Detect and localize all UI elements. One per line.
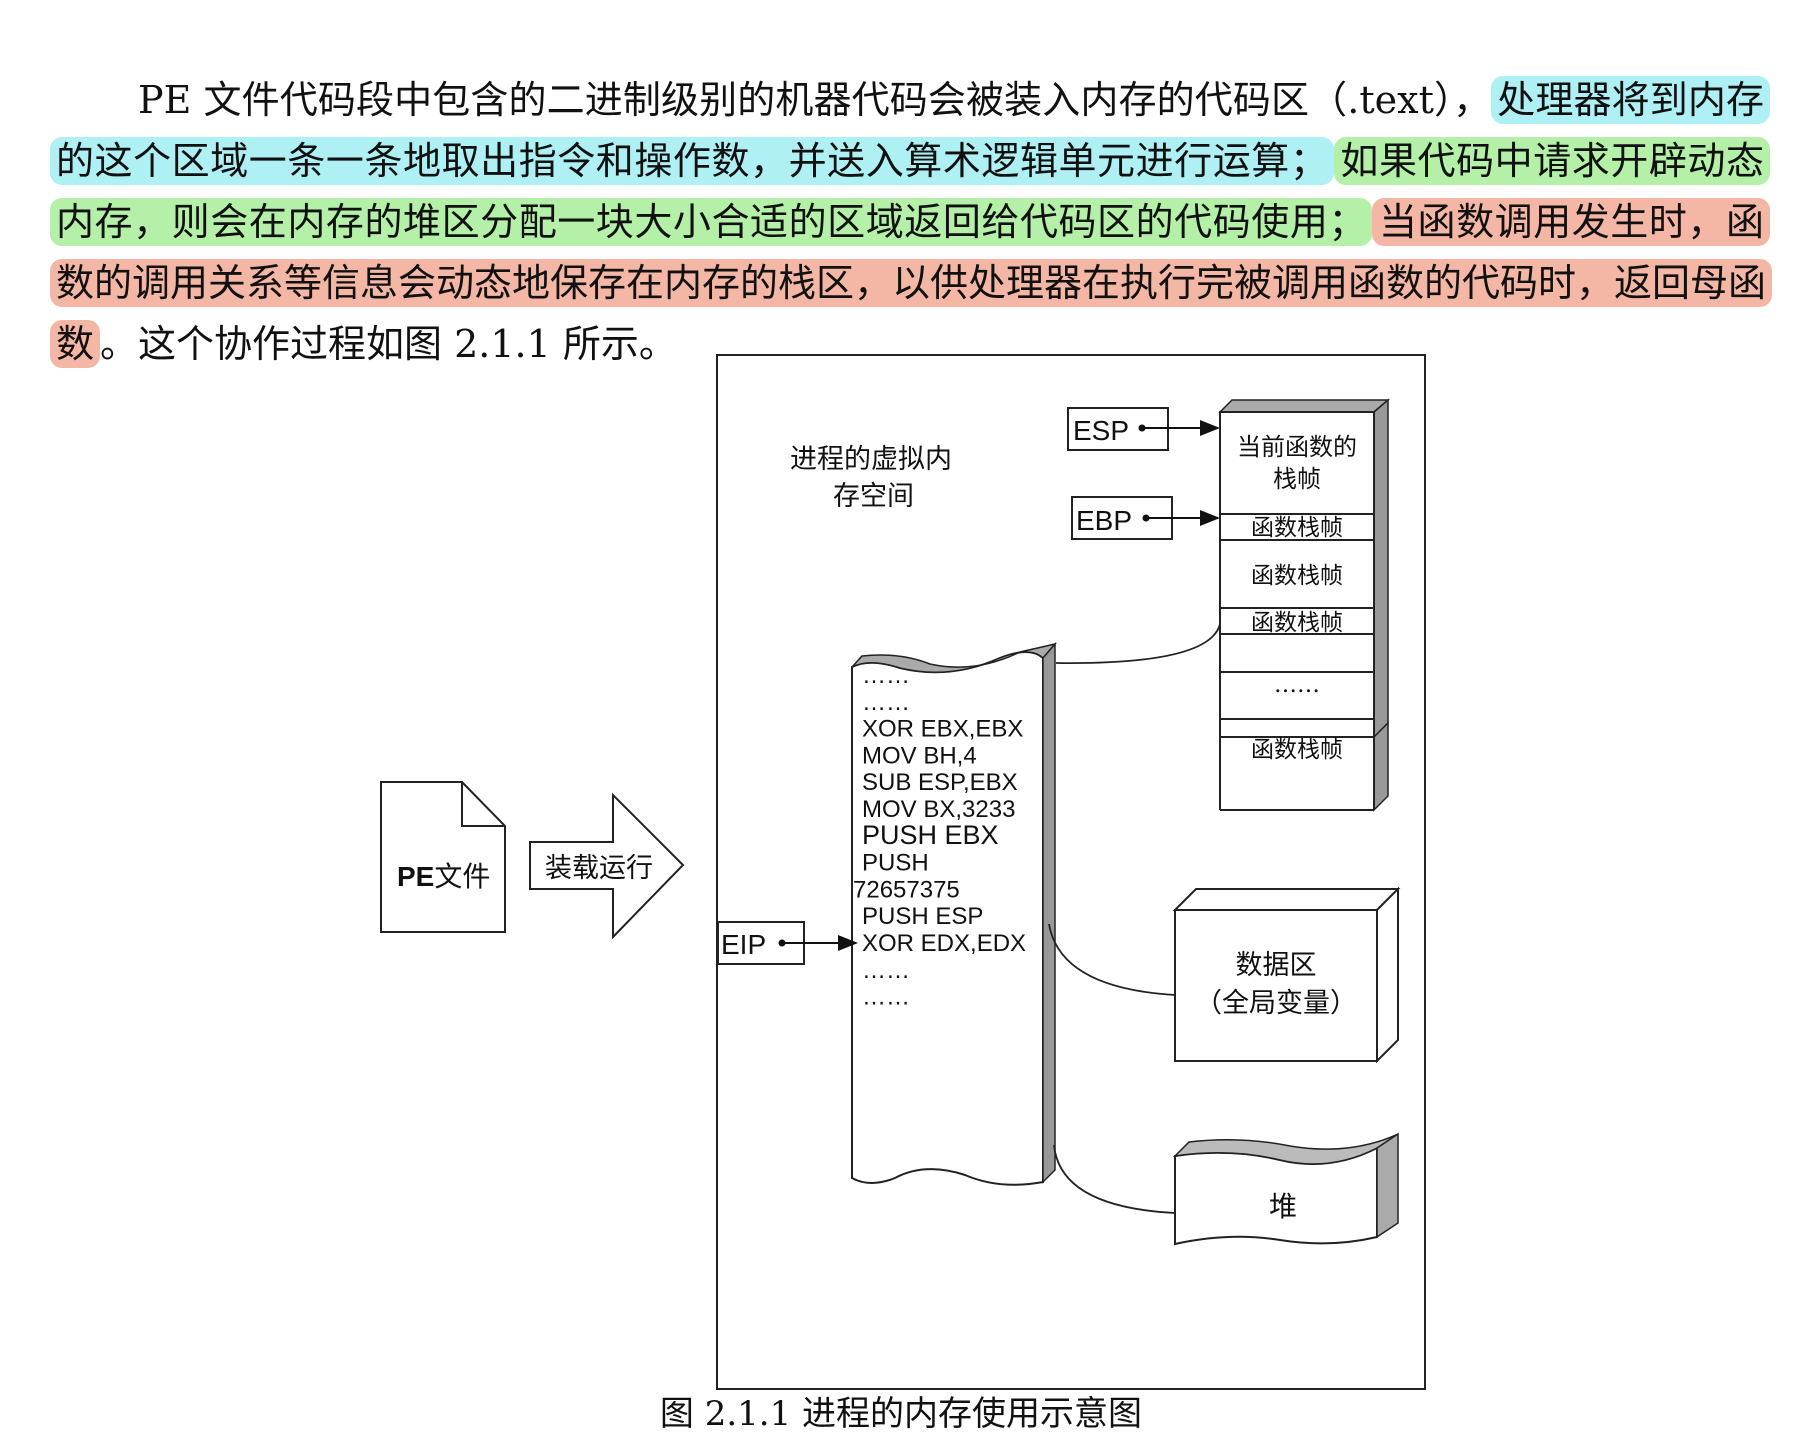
stack-frame-4: 函数栈帧	[1251, 737, 1343, 763]
eip-label: EIP	[721, 929, 766, 960]
stack-current-frame-line2: 栈帧	[1273, 465, 1321, 493]
esp-label: ESP	[1073, 415, 1129, 446]
data-area-box: 数据区 （全局变量）	[1172, 886, 1401, 1064]
load-arrow: 装载运行	[529, 792, 685, 940]
load-arrow-label: 装载运行	[545, 853, 653, 884]
ebp-register: EBP	[1071, 496, 1220, 540]
stack-column-lower: 函数栈帧	[1219, 718, 1389, 812]
vspace-label-line1: 进程的虚拟内	[790, 444, 952, 475]
memory-diagram-figure: PE文件 装载运行 进程的虚拟内 存空间 ESP EBP	[0, 340, 1802, 1400]
stack-frame-1: 函数栈帧	[1251, 515, 1343, 541]
memory-diagram-svg: PE文件 装载运行 进程的虚拟内 存空间 ESP EBP	[380, 354, 1426, 1390]
code-to-stack-connector	[1055, 623, 1221, 664]
code-line: MOV BX,3233	[862, 796, 1015, 823]
vspace-label-line2: 存空间	[833, 481, 914, 512]
code-line: PUSH EBX	[862, 820, 999, 850]
data-area-line1: 数据区	[1236, 950, 1317, 981]
code-line: ……	[862, 984, 910, 1011]
body-paragraph: PE 文件代码段中包含的二进制级别的机器代码会被装入内存的代码区（.text），…	[50, 70, 1773, 375]
code-line: ……	[862, 689, 910, 716]
heap-label: 堆	[1269, 1190, 1297, 1223]
stack-ellipsis: ……	[1274, 672, 1320, 698]
heap-box: 堆	[1172, 1132, 1399, 1246]
svg-text:PE文件: PE文件	[397, 861, 490, 892]
stack-frame-2: 函数栈帧	[1251, 563, 1343, 589]
paragraph-plain-start: PE 文件代码段中包含的二进制级别的机器代码会被装入内存的代码区（.text），	[138, 78, 1492, 122]
code-line: XOR EDX,EDX	[862, 930, 1026, 957]
paragraph-plain-end: 。这个协作过程如图 2.1.1 所示。	[100, 322, 677, 366]
pe-file-icon: PE文件	[380, 781, 506, 933]
code-line: ……	[862, 957, 910, 984]
figure-caption: 图 2.1.1 进程的内存使用示意图	[659, 1394, 1143, 1434]
code-line: 72657375	[853, 876, 960, 903]
stack-frame-3: 函数栈帧	[1251, 610, 1343, 636]
ebp-label: EBP	[1076, 505, 1132, 536]
code-line: ……	[862, 662, 910, 689]
eip-register: EIP	[717, 921, 858, 965]
code-to-data-connector	[1048, 923, 1176, 996]
code-line: SUB ESP,EBX	[862, 769, 1018, 796]
data-area-line2: （全局变量）	[1195, 988, 1357, 1019]
code-line: PUSH ESP	[862, 903, 983, 930]
code-line: MOV BH,4	[862, 742, 977, 769]
code-to-heap-connector	[1053, 1144, 1176, 1214]
pe-file-label-rest: 文件	[434, 861, 490, 892]
code-line: XOR EBX,EBX	[862, 716, 1023, 743]
code-line: PUSH	[862, 850, 929, 877]
stack-column: 当前函数的 栈帧 函数栈帧 函数栈帧 函数栈帧 ……	[1218, 398, 1391, 739]
pe-file-label-bold: PE	[397, 861, 434, 892]
esp-register: ESP	[1067, 407, 1220, 451]
stack-current-frame-line1: 当前函数的	[1237, 433, 1357, 461]
